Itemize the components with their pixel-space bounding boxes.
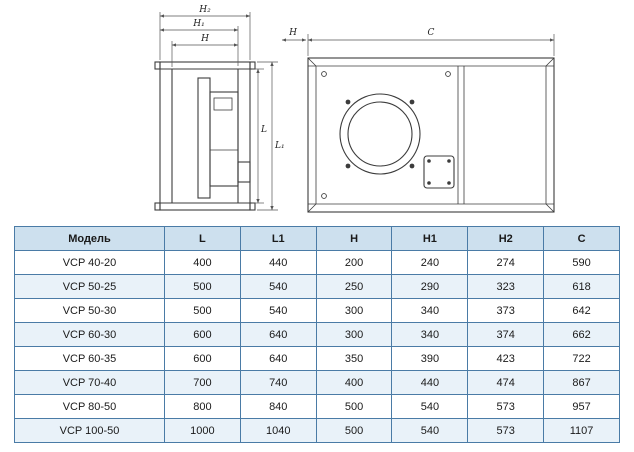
- value-cell: 740: [239, 370, 317, 395]
- dim-label-c: C: [428, 28, 435, 38]
- model-cell: VCP 50-30: [14, 298, 165, 323]
- value-cell: 500: [315, 418, 393, 443]
- value-cell: 340: [391, 298, 469, 323]
- value-cell: 573: [467, 394, 545, 419]
- value-cell: 640: [239, 322, 317, 347]
- inlet-bolt-holes: [345, 99, 415, 169]
- value-cell: 274: [467, 250, 545, 275]
- dim-label-side-h: H: [288, 28, 297, 38]
- terminal-box-side: [237, 161, 251, 183]
- value-cell: 957: [543, 394, 620, 419]
- column-header: H1: [391, 226, 469, 251]
- value-cell: 400: [315, 370, 393, 395]
- fan-dimension-drawing: H₂ H₁ H L L₁: [154, 5, 555, 213]
- value-cell: 840: [239, 394, 317, 419]
- value-cell: 423: [467, 346, 545, 371]
- side-outline: [307, 57, 555, 213]
- value-cell: 250: [315, 274, 393, 299]
- value-cell: 662: [543, 322, 620, 347]
- model-cell: VCP 100-50: [14, 418, 165, 443]
- value-cell: 323: [467, 274, 545, 299]
- side-view-dimensions: [281, 34, 555, 56]
- value-cell: 500: [164, 298, 241, 323]
- impeller-housing: [209, 91, 239, 187]
- value-cell: 300: [315, 298, 393, 323]
- value-cell: 290: [391, 274, 469, 299]
- value-cell: 590: [543, 250, 620, 275]
- value-cell: 1040: [239, 418, 317, 443]
- value-cell: 474: [467, 370, 545, 395]
- value-cell: 618: [543, 274, 620, 299]
- dim-label-h2: H₂: [198, 5, 211, 15]
- panel-corner-screws: [321, 71, 451, 199]
- value-cell: 573: [467, 418, 545, 443]
- model-cell: VCP 70-40: [14, 370, 165, 395]
- value-cell: 373: [467, 298, 545, 323]
- value-cell: 340: [391, 322, 469, 347]
- terminal-box: [423, 155, 455, 189]
- value-cell: 390: [391, 346, 469, 371]
- side-view: [307, 57, 555, 213]
- model-cell: VCP 60-30: [14, 322, 165, 347]
- value-cell: 374: [467, 322, 545, 347]
- column-header: H: [315, 226, 393, 251]
- value-cell: 500: [315, 394, 393, 419]
- inlet-circle-outer: [339, 93, 421, 175]
- value-cell: 1000: [164, 418, 241, 443]
- dim-label-l: L: [260, 125, 267, 135]
- value-cell: 800: [164, 394, 241, 419]
- model-cell: VCP 80-50: [14, 394, 165, 419]
- dim-label-h: H: [200, 34, 209, 44]
- value-cell: 700: [164, 370, 241, 395]
- value-cell: 722: [543, 346, 620, 371]
- value-cell: 867: [543, 370, 620, 395]
- value-cell: 1107: [543, 418, 620, 443]
- value-cell: 640: [239, 346, 317, 371]
- front-view-dimensions: [159, 12, 278, 211]
- value-cell: 540: [239, 298, 317, 323]
- value-cell: 642: [543, 298, 620, 323]
- column-header: L1: [239, 226, 317, 251]
- column-header: C: [543, 226, 620, 251]
- value-cell: 440: [239, 250, 317, 275]
- value-cell: 200: [315, 250, 393, 275]
- value-cell: 350: [315, 346, 393, 371]
- model-cell: VCP 50-25: [14, 274, 165, 299]
- front-view: [154, 61, 256, 211]
- column-header: H2: [467, 226, 545, 251]
- value-cell: 540: [239, 274, 317, 299]
- column-header: L: [164, 226, 241, 251]
- value-cell: 240: [391, 250, 469, 275]
- value-cell: 500: [164, 274, 241, 299]
- model-cell: VCP 60-35: [14, 346, 165, 371]
- column-header: Модель: [14, 226, 165, 251]
- value-cell: 400: [164, 250, 241, 275]
- dimension-diagram: H₂ H₁ H L L₁: [0, 0, 634, 224]
- value-cell: 600: [164, 322, 241, 347]
- dim-label-h1: H₁: [192, 19, 204, 29]
- value-cell: 440: [391, 370, 469, 395]
- value-cell: 600: [164, 346, 241, 371]
- value-cell: 300: [315, 322, 393, 347]
- dim-label-l1: L₁: [274, 141, 285, 151]
- casing-outline: [159, 61, 251, 211]
- inlet-circle-inner: [347, 101, 413, 167]
- value-cell: 540: [391, 418, 469, 443]
- model-cell: VCP 40-20: [14, 250, 165, 275]
- value-cell: 540: [391, 394, 469, 419]
- motor-column: [197, 77, 211, 199]
